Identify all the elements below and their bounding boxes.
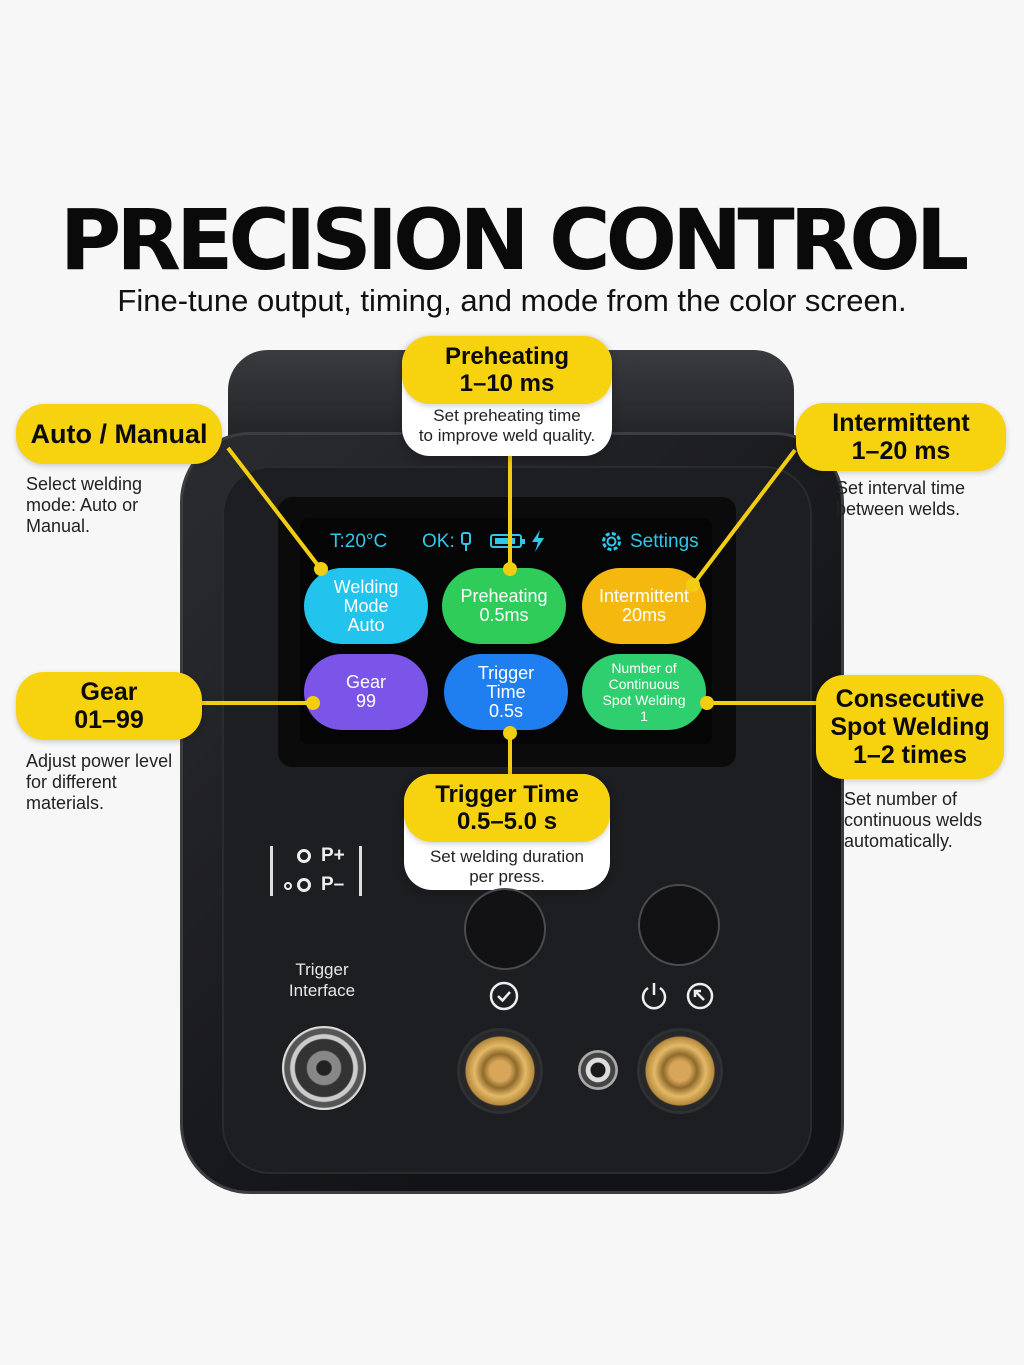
callout-consecutive-desc: Set number of continuous welds automatic… [844,789,983,851]
tile-text: Time [486,681,526,702]
p-plus-label: P+ [321,845,345,866]
tile-text: Trigger [477,662,535,683]
reset-icon [686,982,714,1010]
callout-auto-manual-title: Auto / Manual [16,404,222,464]
negative-output-terminal[interactable] [637,1028,723,1114]
callout-trigger-time-title: Trigger Time 0.5–5.0 s [404,774,610,842]
probe-icon [461,532,471,551]
connector-consecutive [706,701,818,705]
callout-trigger-time-desc: Set welding duration per press. [429,847,585,886]
connector-trigger-time [508,732,512,782]
tile-text: Mode [343,595,389,616]
trigger-interface-label: Trigger Interface [288,960,356,1000]
tile-text: Intermittent [598,586,690,606]
ok-status: OK: [422,531,455,552]
tile-text: Number of [611,660,677,676]
battery-icon [490,534,525,548]
callout-intermittent-desc: Set interval time between welds. [836,478,966,519]
power-button[interactable] [638,884,720,966]
connector-dot [314,562,328,576]
tile-text: 1 [640,708,648,724]
p-plus-port [297,849,311,863]
tile-text: 0.5ms [479,605,529,625]
p-minus-label: P– [321,874,345,895]
subheadline: Fine-tune output, timing, and mode from … [117,283,907,318]
tile-text: Welding [333,576,399,597]
callout-intermittent-title: Intermittent 1–20 ms [796,403,1006,471]
headline: PRECISION CONTROL [59,191,970,289]
callout-consecutive-title: Consecutive Spot Welding 1–2 times [816,675,1004,779]
probe-port-box [270,846,362,896]
connector-dot [686,578,700,592]
connector-preheating [508,440,512,568]
tile-text: Preheating [460,586,548,606]
small-port [284,882,292,890]
tile-text: Gear [345,672,387,692]
tile-text: Continuous [608,676,680,692]
lightning-icon [532,530,544,552]
callout-preheating-title: Preheating 1–10 ms [402,336,612,404]
connector-dot [503,562,517,576]
positive-output-terminal[interactable] [457,1028,543,1114]
power-icon [641,983,667,1010]
tile-text: Auto [347,614,385,635]
tile-text: 0.5s [488,700,524,721]
connector-dot [306,696,320,710]
settings-label[interactable]: Settings [630,531,699,552]
check-icon [489,981,519,1011]
callout-preheating-desc: Set preheating time to improve weld qual… [418,406,596,445]
confirm-button[interactable] [464,888,546,970]
temperature-readout: T:20°C [330,531,388,552]
callout-gear-desc: Adjust power level for different materia… [26,751,173,813]
center-port[interactable] [578,1050,618,1090]
trigger-interface-port[interactable] [282,1026,366,1110]
callout-auto-manual-desc: Select welding mode: Auto or Manual. [26,474,143,536]
gear-icon[interactable] [599,529,624,554]
tile-text: 20ms [621,605,666,625]
callout-gear-title: Gear 01–99 [16,672,202,740]
connector-dot [700,696,714,710]
connector-gear [196,701,314,705]
p-minus-port [297,878,311,892]
tile-text: 99 [355,691,377,711]
tile-text: Spot Welding [602,692,686,708]
connector-dot [503,726,517,740]
